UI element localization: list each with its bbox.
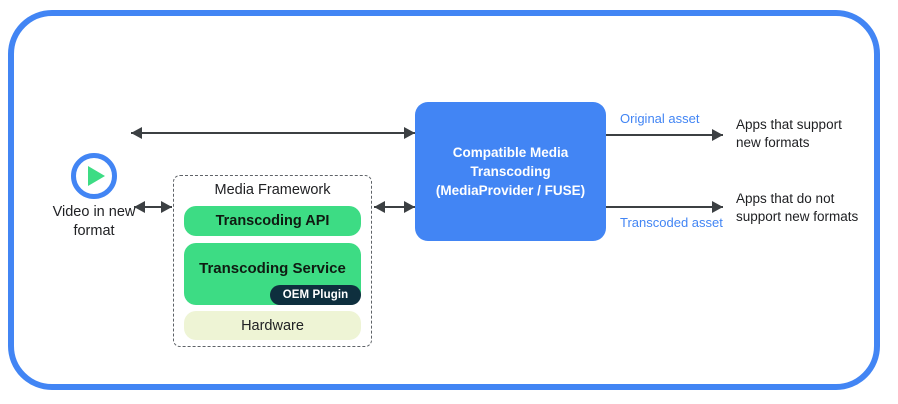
- cmt-line-2: Transcoding: [470, 164, 551, 179]
- media-framework-container: [173, 175, 372, 347]
- transcoding-api-box: Transcoding API: [184, 206, 361, 236]
- apps-support-line-2: new formats: [736, 135, 810, 150]
- original-asset-label: Original asset: [620, 111, 700, 126]
- compatible-media-transcoding-box: Compatible Media Transcoding (MediaProvi…: [415, 102, 606, 241]
- media-framework-title: Media Framework: [214, 182, 331, 198]
- arrow-video-framework-head-right: [161, 201, 172, 213]
- apps-no-support-label: Apps that do not support new formats: [736, 190, 896, 226]
- arrow-framework-transcoding-head-left: [374, 201, 385, 213]
- outer-frame-border: [8, 10, 880, 390]
- apps-support-label: Apps that support new formats: [736, 116, 886, 152]
- arrow-framework-transcoding-line: [374, 206, 415, 208]
- arrow-video-framework-line: [134, 206, 172, 208]
- arrow-video-framework-head-left: [134, 201, 145, 213]
- play-circle-icon: [71, 153, 117, 199]
- transcoded-asset-label: Transcoded asset: [620, 215, 723, 230]
- arrow-framework-transcoding-head-right: [404, 201, 415, 213]
- arrow-original-asset-head: [712, 129, 723, 141]
- hardware-box: Hardware: [184, 311, 361, 340]
- arrow-video-to-transcoding-head-right: [404, 127, 415, 139]
- apps-support-line-1: Apps that support: [736, 117, 842, 132]
- apps-no-support-line-1: Apps that do not: [736, 191, 835, 206]
- arrow-video-to-transcoding-line: [131, 132, 415, 134]
- apps-no-support-line-2: support new formats: [736, 209, 859, 224]
- arrow-video-to-transcoding-head-left: [131, 127, 142, 139]
- cmt-line-1: Compatible Media: [452, 145, 569, 160]
- arrow-transcoded-asset-head: [712, 201, 723, 213]
- arrow-original-asset-line: [606, 134, 723, 136]
- play-triangle-icon: [88, 166, 105, 186]
- video-source-label: Video in new format: [52, 204, 136, 239]
- cmt-line-3: (MediaProvider / FUSE): [435, 183, 586, 198]
- oem-plugin-badge: OEM Plugin: [270, 285, 361, 305]
- arrow-transcoded-asset-line: [606, 206, 723, 208]
